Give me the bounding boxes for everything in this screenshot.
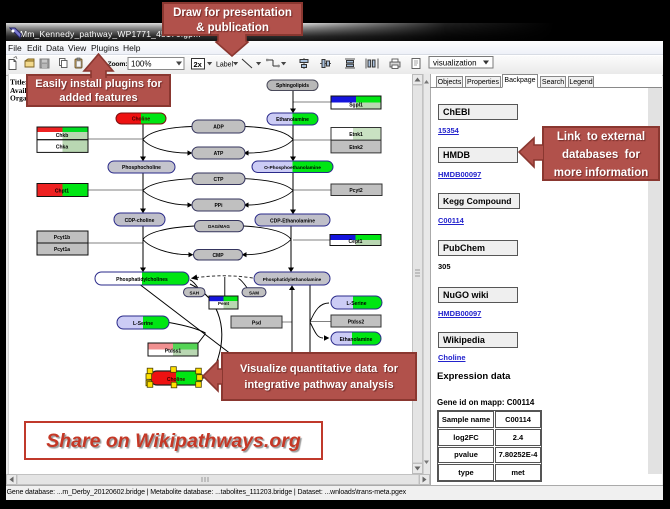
svg-text:O-Phosphoethanolamine: O-Phosphoethanolamine <box>264 165 321 171</box>
svg-text:Chpt1: Chpt1 <box>55 188 69 194</box>
svg-text:Psd: Psd <box>252 320 261 326</box>
svg-text:Sphingolipids: Sphingolipids <box>276 83 309 89</box>
svg-text:Cept1: Cept1 <box>349 239 363 245</box>
svg-text:Phosphatidylethanolamine: Phosphatidylethanolamine <box>263 277 322 282</box>
svg-text:Pcyt1b: Pcyt1b <box>54 235 70 241</box>
svg-text:DAG/MAG: DAG/MAG <box>208 224 230 229</box>
svg-text:Choline: Choline <box>132 117 151 123</box>
svg-text:Ethanolamine: Ethanolamine <box>276 117 309 123</box>
svg-text:Etnk2: Etnk2 <box>349 145 363 151</box>
svg-text:Organis: Organis <box>10 94 36 103</box>
svg-text:Title:: Title: <box>10 78 27 87</box>
svg-text:Pcyt1a: Pcyt1a <box>54 247 70 253</box>
svg-text:Pcyt2: Pcyt2 <box>349 188 363 194</box>
svg-text:Etnk1: Etnk1 <box>349 132 363 138</box>
svg-text:Phosphocholine: Phosphocholine <box>122 165 161 171</box>
svg-text:ATP: ATP <box>214 151 224 157</box>
svg-text:CDP-Ethanolamine: CDP-Ethanolamine <box>270 219 315 225</box>
svg-text:ADP: ADP <box>213 125 224 131</box>
svg-text:Sgpl1: Sgpl1 <box>349 103 363 109</box>
svg-text:Choline: Choline <box>167 377 186 383</box>
svg-text:CDP-choline: CDP-choline <box>125 218 155 224</box>
svg-text:Phosphatidylcholines: Phosphatidylcholines <box>116 277 168 283</box>
svg-text:2x: 2x <box>194 60 203 69</box>
svg-text:Availab: Availab <box>10 86 34 95</box>
svg-text:100%: 100% <box>131 60 151 69</box>
svg-text:SAM: SAM <box>249 290 259 295</box>
svg-text:Ptdss1: Ptdss1 <box>165 348 182 354</box>
svg-text:Chka: Chka <box>56 145 68 151</box>
svg-text:Zoom:: Zoom: <box>108 61 128 68</box>
svg-text:Pemt: Pemt <box>218 301 230 306</box>
svg-text:Chkb: Chkb <box>56 133 69 139</box>
svg-text:Label: Label <box>216 62 234 69</box>
svg-text:PPi: PPi <box>214 203 223 209</box>
svg-text:L-Serine: L-Serine <box>346 301 366 307</box>
svg-text:Ptdss2: Ptdss2 <box>348 319 365 325</box>
svg-text:Ethanolamine: Ethanolamine <box>340 337 373 343</box>
svg-text:CMP: CMP <box>212 253 224 259</box>
svg-text:SAH: SAH <box>189 290 199 295</box>
svg-text:CTP: CTP <box>214 177 225 183</box>
svg-text:L-Serine: L-Serine <box>133 321 153 327</box>
svg-text:visualization: visualization <box>433 58 477 67</box>
